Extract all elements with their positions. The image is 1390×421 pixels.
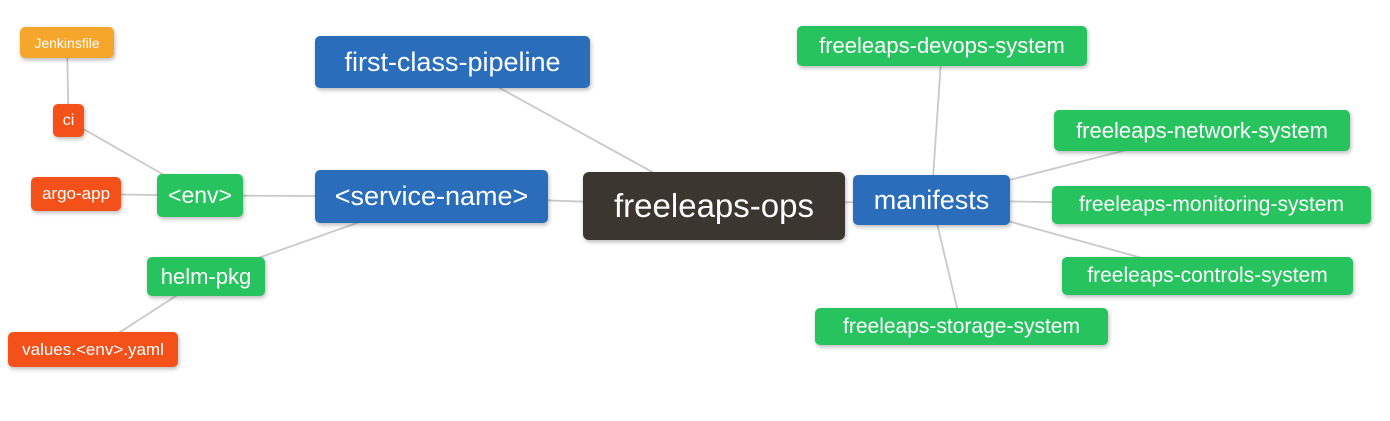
node-freeleaps-controls-system[interactable]: freeleaps-controls-system bbox=[1062, 257, 1353, 295]
node-service-name[interactable]: <service-name> bbox=[315, 170, 548, 223]
node-jenkinsfile[interactable]: Jenkinsfile bbox=[20, 27, 114, 58]
node-first-class-pipeline[interactable]: first-class-pipeline bbox=[315, 36, 590, 88]
node-freeleaps-network-system[interactable]: freeleaps-network-system bbox=[1054, 110, 1350, 151]
node-argo-app[interactable]: argo-app bbox=[31, 177, 121, 211]
node-values-env-yaml[interactable]: values.<env>.yaml bbox=[8, 332, 178, 367]
node-helm-pkg[interactable]: helm-pkg bbox=[147, 257, 265, 296]
node-freeleaps-storage-system[interactable]: freeleaps-storage-system bbox=[815, 308, 1108, 345]
node-manifests[interactable]: manifests bbox=[853, 175, 1010, 225]
node-env[interactable]: <env> bbox=[157, 174, 243, 217]
node-freeleaps-devops-system[interactable]: freeleaps-devops-system bbox=[797, 26, 1087, 66]
node-freeleaps-monitoring-system[interactable]: freeleaps-monitoring-system bbox=[1052, 186, 1371, 224]
node-ci[interactable]: ci bbox=[53, 104, 84, 137]
edge-manifests--devops-system bbox=[930, 45, 943, 201]
node-freeleaps-ops[interactable]: freeleaps-ops bbox=[583, 172, 845, 240]
